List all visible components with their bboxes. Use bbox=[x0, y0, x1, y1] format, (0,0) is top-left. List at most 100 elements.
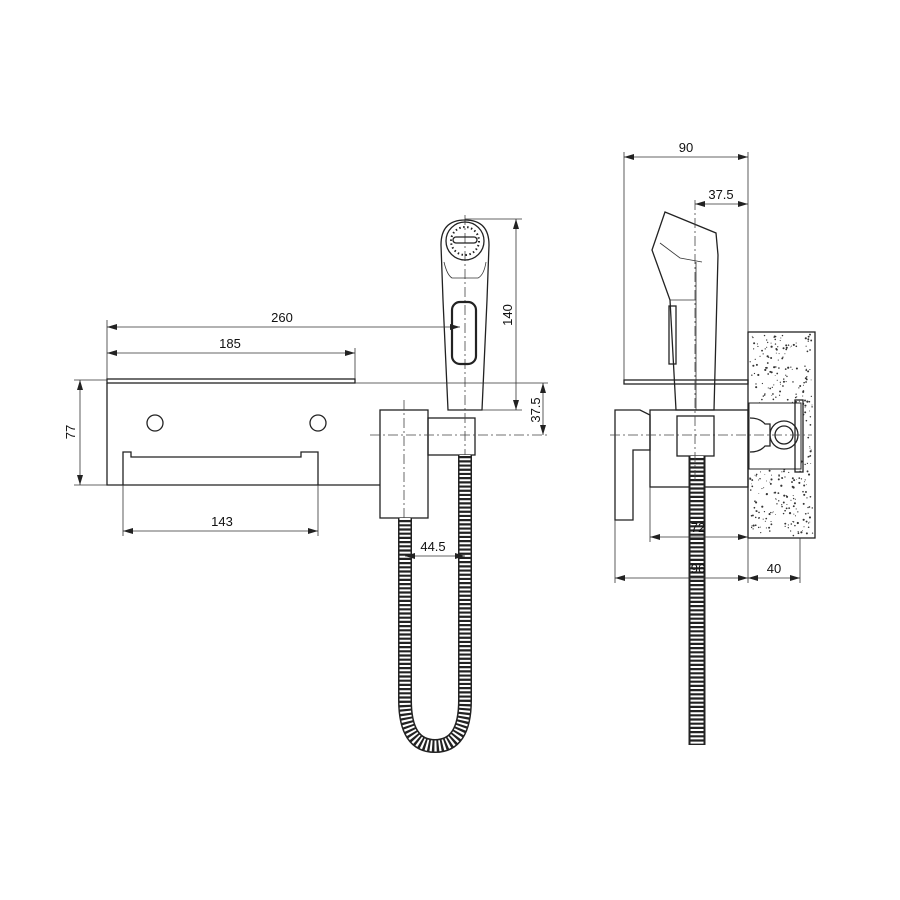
speckle-dot bbox=[778, 474, 780, 477]
speckle-dot bbox=[785, 374, 787, 376]
shelf-plate-side bbox=[623, 379, 749, 385]
speckle-dot bbox=[802, 502, 805, 505]
speckle-dot bbox=[771, 512, 773, 514]
speckle-dot bbox=[771, 474, 773, 476]
speckle-dot bbox=[806, 400, 809, 403]
speckle-dot bbox=[764, 348, 766, 350]
speckle-dot bbox=[796, 396, 798, 398]
dim-label-72: 72 bbox=[691, 520, 705, 535]
speckle-dot bbox=[770, 521, 772, 523]
inwall-bracket bbox=[794, 399, 804, 473]
speckle-dot bbox=[806, 350, 809, 353]
speckle-dot bbox=[792, 534, 795, 537]
speckle-dot bbox=[802, 518, 805, 521]
speckle-dot bbox=[793, 502, 796, 505]
speckle-dot bbox=[752, 336, 754, 339]
speckle-dot bbox=[771, 386, 773, 389]
speckle-dot bbox=[764, 474, 766, 475]
speckle-dot bbox=[782, 380, 785, 383]
speckle-dot bbox=[788, 471, 790, 474]
speckle-dot bbox=[785, 381, 787, 383]
speckle-dot bbox=[786, 375, 788, 378]
speckle-dot bbox=[794, 515, 796, 517]
speckle-dot bbox=[809, 447, 811, 449]
speckle-dot bbox=[811, 532, 814, 534]
speckle-dot bbox=[777, 346, 779, 348]
speckle-dot bbox=[778, 394, 781, 396]
speckle-dot bbox=[751, 374, 753, 376]
speckle-dot bbox=[755, 383, 757, 385]
speckle-dot bbox=[802, 530, 803, 532]
speckle-dot bbox=[810, 395, 812, 397]
speckle-dot bbox=[791, 477, 794, 480]
speckle-dot bbox=[780, 484, 783, 487]
speckle-dot bbox=[759, 478, 761, 480]
speckle-dot bbox=[786, 503, 788, 506]
speckle-dot bbox=[770, 357, 773, 360]
speckle-dot bbox=[775, 347, 778, 350]
speckle-dot bbox=[784, 368, 787, 371]
speckle-dot bbox=[788, 507, 791, 509]
speckle-dot bbox=[779, 381, 782, 383]
speckle-dot bbox=[783, 378, 785, 380]
speckle-dot bbox=[766, 480, 767, 482]
speckle-dot bbox=[778, 353, 780, 355]
speckle-dot bbox=[775, 366, 777, 368]
speckle-dot bbox=[755, 363, 758, 366]
speckle-dot bbox=[809, 349, 811, 351]
speckle-dot bbox=[766, 493, 768, 495]
speckle-dot bbox=[808, 400, 811, 403]
speckle-dot bbox=[795, 393, 797, 395]
hose-coils bbox=[399, 455, 471, 752]
speckle-dot bbox=[794, 498, 796, 500]
speckle-dot bbox=[754, 524, 757, 527]
speckle-dot bbox=[787, 366, 790, 369]
speckle-dot bbox=[806, 376, 808, 378]
speckle-dot bbox=[750, 526, 753, 529]
speckle-dot bbox=[782, 385, 784, 387]
speckle-dot bbox=[794, 396, 797, 399]
speckle-dot bbox=[762, 518, 764, 520]
speckle-dot bbox=[798, 387, 800, 389]
speckle-dot bbox=[779, 390, 782, 393]
speckle-dot bbox=[802, 390, 805, 392]
shelf-plate bbox=[106, 378, 356, 384]
speckle-dot bbox=[764, 367, 767, 369]
speckle-dot bbox=[806, 462, 808, 464]
speckle-dot bbox=[811, 507, 814, 509]
speckle-dot bbox=[761, 505, 764, 508]
speckle-dot bbox=[810, 449, 812, 451]
speckle-dot bbox=[807, 456, 809, 458]
dim-label-90: 90 bbox=[679, 140, 693, 155]
speckle-dot bbox=[770, 345, 773, 348]
speckle-dot bbox=[777, 359, 779, 361]
speckle-dot bbox=[752, 364, 755, 367]
handshower-neck bbox=[443, 261, 487, 279]
speckle-dot bbox=[784, 525, 786, 527]
speckle-dot bbox=[768, 530, 771, 532]
dim-label-37-5-side: 37.5 bbox=[708, 187, 733, 202]
speckle-dot bbox=[810, 462, 812, 464]
speckle-dot bbox=[792, 343, 795, 347]
speckle-dot bbox=[807, 506, 809, 509]
speckle-dot bbox=[764, 393, 766, 395]
speckle-dot bbox=[795, 342, 797, 344]
dim-label-185: 185 bbox=[219, 336, 241, 351]
speckle-dot bbox=[761, 382, 763, 385]
speckle-dot bbox=[755, 510, 758, 513]
speckle-dot bbox=[767, 373, 769, 375]
speckle-dot bbox=[753, 348, 755, 350]
dim-label-44-5: 44.5 bbox=[420, 539, 445, 554]
speckle-dot bbox=[804, 365, 806, 367]
speckle-dot bbox=[775, 396, 777, 398]
speckle-dot bbox=[803, 493, 806, 496]
speckle-dot bbox=[776, 379, 778, 381]
speckle-dot bbox=[765, 517, 768, 520]
speckle-dot bbox=[795, 345, 798, 348]
speckle-dot bbox=[779, 383, 781, 385]
speckle-dot bbox=[751, 483, 752, 485]
speckle-dot bbox=[773, 366, 776, 369]
speckle-dot bbox=[809, 333, 811, 336]
speckle-dot bbox=[783, 470, 785, 473]
speckle-dot bbox=[765, 527, 767, 529]
